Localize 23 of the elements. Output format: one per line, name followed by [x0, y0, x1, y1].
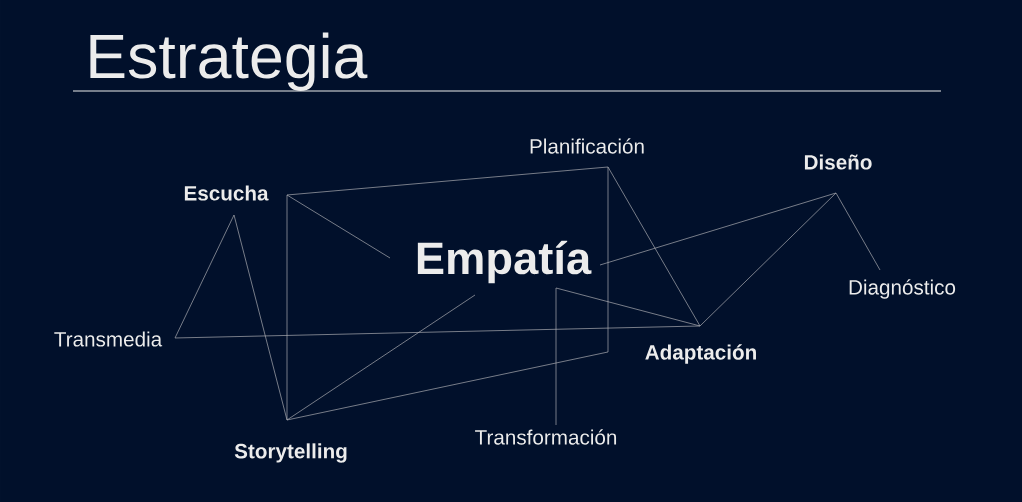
concept-label: Storytelling [234, 443, 347, 463]
concept-label: Adaptación [645, 344, 756, 364]
concept-label: Transmedia [54, 331, 163, 347]
concept-label: Escucha [184, 185, 269, 201]
connector-line [286, 294, 476, 421]
concept-label: Empatía [417, 240, 592, 284]
connector-line [835, 192, 881, 271]
connector-line [233, 214, 288, 421]
connector-line [174, 325, 701, 339]
concept-label: Transformación [475, 429, 617, 445]
concept-label: Diseño [804, 154, 872, 170]
concept-label: Planificación [530, 138, 644, 154]
connector-line [286, 166, 609, 196]
connector-line [286, 194, 288, 421]
connector-line [286, 194, 391, 259]
connector-line [599, 192, 837, 266]
connector-line [174, 214, 235, 339]
connector-line [699, 192, 837, 327]
connector-line [555, 287, 701, 426]
connector-line [607, 166, 701, 327]
connector-line [286, 166, 609, 421]
concept-label: Diagnóstico [849, 279, 956, 299]
title: Estrategia [90, 32, 368, 91]
